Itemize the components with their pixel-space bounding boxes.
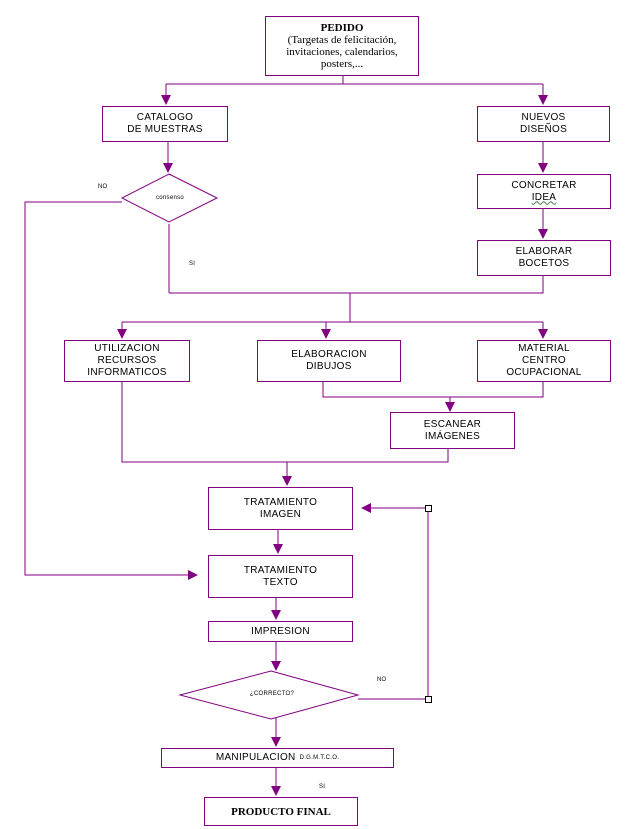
node-catalogo: CATALOGO DE MUESTRAS [102, 106, 228, 142]
pedido-line3: posters,... [320, 58, 364, 70]
loop-handle-top [425, 505, 432, 512]
trat-texto-line1: TRATAMIENTO [243, 564, 318, 576]
decision-consenso-diamond [120, 173, 219, 223]
material-line1: MATERIAL [518, 343, 570, 354]
decision-correcto-label: ¿CORRECTO? [249, 691, 295, 697]
node-producto-final: PRODUCTO FINAL [204, 797, 358, 826]
node-manipulacion: MANIPULACION D.G.M.T.C.O. [161, 748, 394, 768]
recursos-line3: INFORMATICOS [87, 367, 167, 378]
label-no-correcto: NO [377, 677, 387, 683]
manipulacion-sub: D.G.M.T.C.O. [299, 755, 340, 761]
pedido-title: PEDIDO [320, 22, 364, 34]
material-line3: OCUPACIONAL [506, 367, 582, 378]
dibujos-line2: DIBUJOS [306, 361, 352, 372]
decision-correcto-diamond [178, 670, 360, 720]
connector-to-trat-imagen [121, 382, 449, 485]
recursos-line2: RECURSOS [97, 355, 157, 366]
impresion-line1: IMPRESION [251, 625, 310, 637]
label-no-consenso: NO [98, 184, 108, 190]
node-bocetos: ELABORAR BOCETOS [477, 240, 611, 276]
producto-label: PRODUCTO FINAL [231, 805, 331, 818]
node-tratamiento-imagen: TRATAMIENTO IMAGEN [208, 487, 353, 530]
nuevos-line1: NUEVOS [521, 112, 566, 123]
concretar-line2: IDEA [531, 191, 557, 203]
escanear-line1: ESCANEAR [423, 418, 482, 430]
catalogo-line2: DE MUESTRAS [127, 124, 203, 135]
node-material: MATERIAL CENTRO OCUPACIONAL [477, 340, 611, 382]
pedido-line1: (Targetas de felicitación, [287, 34, 397, 46]
connector-pedido-split [166, 76, 543, 85]
node-escanear: ESCANEAR IMÁGENES [390, 412, 515, 449]
pedido-line2: invitaciones, calendarios, [286, 46, 398, 58]
connector-no-loop [358, 503, 429, 700]
loop-handle-bottom [425, 696, 432, 703]
node-pedido: PEDIDO (Targetas de felicitación, invita… [265, 16, 419, 76]
bocetos-line2: BOCETOS [518, 258, 570, 269]
trat-imagen-line2: IMAGEN [259, 508, 302, 520]
node-dibujos: ELABORACION DIBUJOS [257, 340, 401, 382]
connector-three-split [122, 293, 543, 323]
node-tratamiento-texto: TRATAMIENTO TEXTO [208, 555, 353, 598]
trat-imagen-line1: TRATAMIENTO [243, 496, 318, 508]
node-impresion: IMPRESION [208, 621, 353, 642]
trat-texto-line2: TEXTO [263, 576, 298, 588]
connector-to-escanear [322, 382, 544, 411]
manipulacion-label: MANIPULACION [215, 752, 296, 763]
node-recursos: UTILIZACION RECURSOS INFORMATICOS [64, 340, 190, 382]
dibujos-line1: ELABORACION [291, 349, 367, 360]
node-concretar: CONCRETAR IDEA [477, 174, 611, 209]
bocetos-line1: ELABORAR [515, 246, 573, 257]
decision-consenso-label: consenso [155, 195, 185, 201]
concretar-line1: CONCRETAR [511, 179, 577, 191]
nuevos-line2: DISEÑOS [519, 124, 568, 135]
connector-no-left [24, 201, 198, 580]
escanear-line2: IMÁGENES [424, 430, 481, 442]
label-si-correcto: SI [319, 784, 326, 790]
material-line2: CENTRO [521, 355, 567, 366]
node-nuevos: NUEVOS DISEÑOS [477, 106, 610, 142]
label-si-consenso: SI [189, 261, 196, 267]
recursos-line1: UTILIZACION [94, 343, 160, 354]
catalogo-line1: CATALOGO [136, 112, 194, 123]
connector-bocetos-down [169, 276, 544, 294]
